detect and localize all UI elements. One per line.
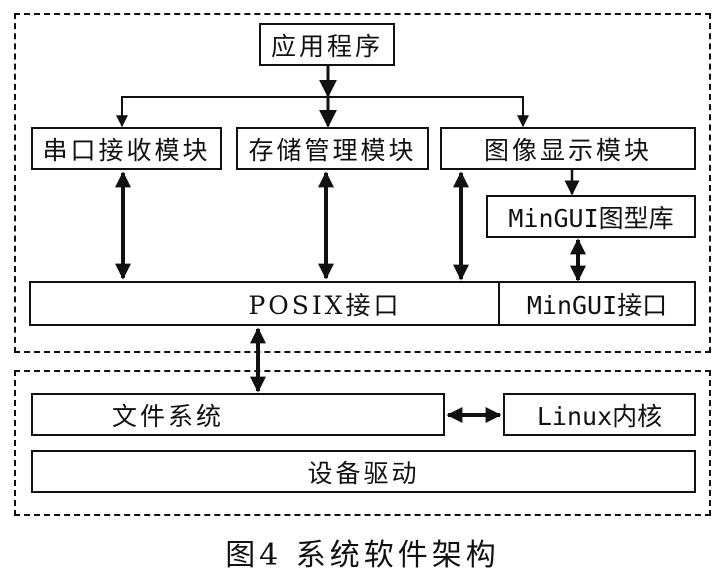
linux-kernel-box: Linux内核 — [503, 393, 696, 436]
image-display-module-box: 图像显示模块 — [440, 127, 696, 170]
mingui-interface-box: MinGUI接口 — [498, 281, 696, 326]
mingui-library-box: MinGUI图型库 — [486, 195, 696, 238]
edge-bus — [121, 96, 524, 125]
serial-module-box: 串口接收模块 — [31, 127, 222, 170]
posix-interface-box: POSIX接口 — [29, 281, 501, 326]
kernel-space-group — [14, 370, 711, 516]
device-driver-box: 设备驱动 — [31, 450, 696, 493]
figure-caption: 图4 系统软件架构 — [225, 538, 500, 573]
filesystem-box: 文件系统 — [31, 393, 445, 436]
storage-module-box: 存储管理模块 — [236, 127, 429, 170]
app-box: 应用程序 — [259, 23, 395, 66]
user-space-group — [14, 13, 711, 353]
